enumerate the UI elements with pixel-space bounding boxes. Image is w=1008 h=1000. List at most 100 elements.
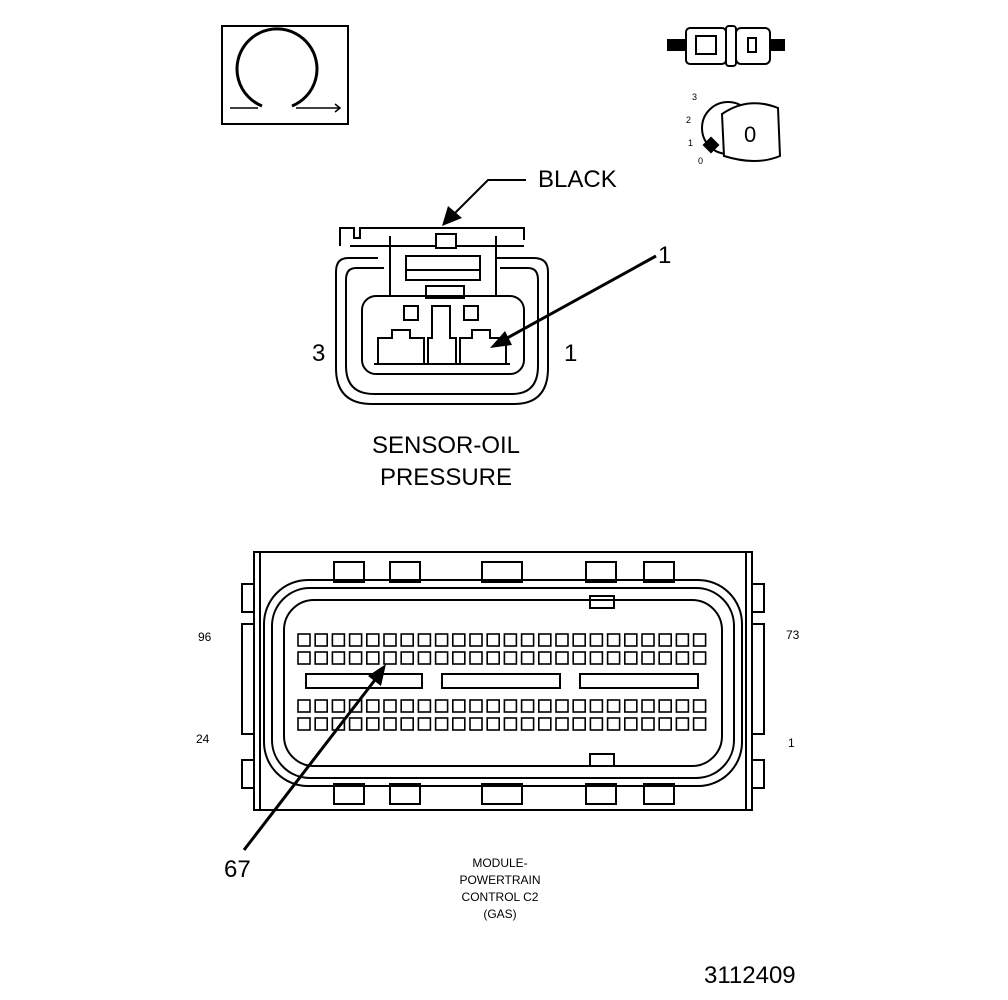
pin-cavity — [331, 699, 346, 713]
pin-cavity — [555, 633, 569, 647]
pin-cavity — [365, 651, 380, 665]
pin-cavity — [503, 651, 518, 665]
pin-cavity — [658, 717, 673, 731]
pin-cavity — [314, 699, 329, 713]
pin-cavity — [400, 651, 415, 665]
pin-cavity — [469, 699, 483, 713]
pin-number-left: 3 — [312, 340, 326, 367]
figure-number: 3112409 — [704, 962, 796, 989]
pin-cavity — [641, 651, 655, 665]
pin-cavity — [675, 633, 690, 647]
pin-cavity — [434, 633, 449, 647]
pin-cavity — [486, 699, 501, 713]
pin67-leader — [242, 664, 386, 851]
pin-cavity — [641, 699, 655, 713]
pin-cavity — [314, 717, 329, 731]
pin-cavity — [331, 717, 346, 731]
pin-cavity — [348, 717, 363, 731]
pin-cavity — [589, 651, 604, 665]
pin-cavity — [297, 651, 311, 665]
pin-cavity — [314, 651, 329, 665]
black-color-leader — [442, 179, 526, 226]
key-position-1: 1 — [688, 138, 694, 148]
pin-cavity — [675, 717, 690, 731]
pin-cavity — [572, 699, 587, 713]
pin-cavity — [331, 633, 346, 647]
pin-cavity — [383, 651, 397, 665]
connector-name-line2: PRESSURE — [379, 464, 513, 491]
pin-cavity — [692, 699, 707, 713]
pin-cavity — [623, 651, 638, 665]
pin-cavity — [451, 633, 466, 647]
pin-cavity — [417, 651, 432, 665]
pin-cavity — [365, 717, 380, 731]
pcm-connector-body — [241, 551, 765, 811]
pin-cavity — [365, 633, 380, 647]
pin-number-1: 1 — [788, 736, 795, 750]
module-name-line3: CONTROL C2 — [461, 890, 539, 904]
pin-cavity — [589, 633, 604, 647]
pin-cavity — [520, 651, 535, 665]
pin-cavity — [417, 699, 432, 713]
pin-cavity — [692, 717, 707, 731]
pin-cavity — [520, 717, 535, 731]
pin-cavity — [675, 699, 690, 713]
pin-cavity — [537, 717, 552, 731]
pin-cavity — [623, 717, 638, 731]
pin-cavity — [434, 699, 449, 713]
pin-cavity — [365, 699, 380, 713]
pin-cavity — [623, 699, 638, 713]
pin-cavity — [555, 717, 569, 731]
pin-cavity — [623, 633, 638, 647]
pin-cavity — [606, 717, 621, 731]
pin-cavity — [658, 633, 673, 647]
pin-cavity — [589, 699, 604, 713]
connector-plug-icon — [667, 25, 785, 67]
pin-number-right: 1 — [564, 340, 578, 367]
pin-cavity — [606, 699, 621, 713]
pin-cavity — [606, 651, 621, 665]
pin-cavity — [434, 717, 449, 731]
pin-cavity — [503, 717, 518, 731]
pin-cavity — [537, 633, 552, 647]
key-position-3: 3 — [692, 92, 698, 102]
pin-cavity — [348, 651, 363, 665]
pin-cavity — [572, 651, 587, 665]
pin-cavity — [383, 633, 397, 647]
key-position-2: 2 — [686, 115, 692, 125]
pin-cavity — [451, 699, 466, 713]
pin-cavity — [469, 633, 483, 647]
pin-cavity — [297, 633, 311, 647]
pin-cavity — [503, 633, 518, 647]
pin-cavity — [537, 699, 552, 713]
pin-cavity — [383, 699, 397, 713]
pin-cavity — [486, 717, 501, 731]
pin-number-73: 73 — [786, 628, 800, 642]
pin-cavity — [572, 717, 587, 731]
pin-cavity — [400, 717, 415, 731]
pin-cavity — [589, 717, 604, 731]
pin-cavity — [486, 633, 501, 647]
pin-cavity — [658, 699, 673, 713]
pin-callout-67: 67 — [224, 856, 251, 883]
pin-cavity — [503, 699, 518, 713]
pin-cavity — [692, 651, 707, 665]
pin-cavity — [434, 651, 449, 665]
pin-cavity — [537, 651, 552, 665]
pin-cavity — [520, 699, 535, 713]
pin-cavity — [486, 651, 501, 665]
pin-cavity — [675, 651, 690, 665]
ignition-key-icon — [701, 101, 782, 162]
pin-cavity — [469, 651, 483, 665]
key-digit: 0 — [744, 122, 757, 147]
pin-cavity — [555, 699, 569, 713]
pin-cavity — [658, 651, 673, 665]
module-name-line1: MODULE- — [472, 856, 528, 870]
pin-cavity — [520, 633, 535, 647]
module-name-line2: POWERTRAIN — [459, 873, 541, 887]
pin-cavity — [451, 717, 466, 731]
pin-cavity — [555, 651, 569, 665]
pin-cavity — [451, 651, 466, 665]
pin-cavity — [348, 633, 363, 647]
